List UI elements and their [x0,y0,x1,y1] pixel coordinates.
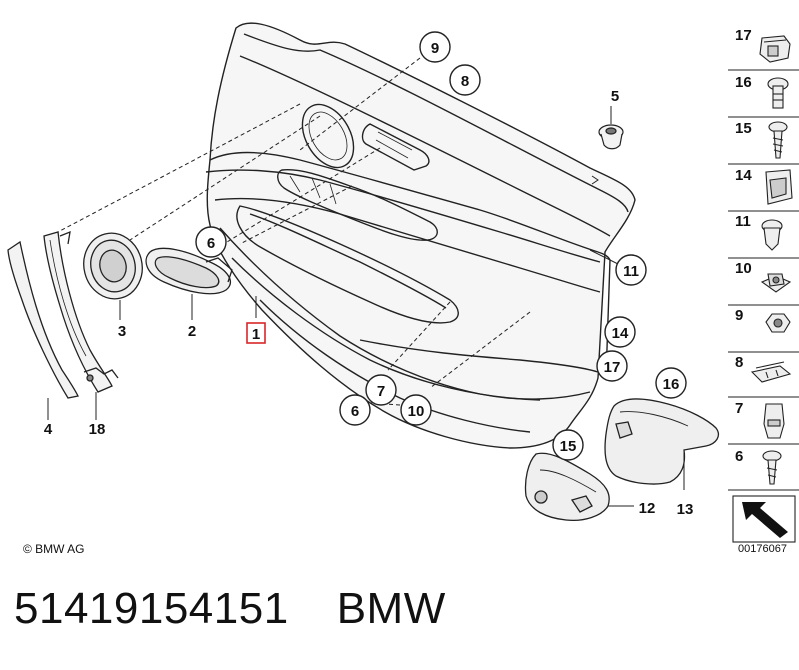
callout-14: 14 [604,316,636,348]
svg-text:13: 13 [677,501,694,518]
brand-name: BMW [336,584,446,633]
callout-17: 17 [596,350,628,382]
svg-text:17: 17 [735,27,752,44]
hex-nut-icon [765,313,791,333]
callout-8: 8 [449,64,481,96]
svg-text:6: 6 [351,403,359,420]
svg-text:9: 9 [431,40,439,57]
legend-row-14: 14 [735,167,793,205]
part-caption: 51419154151 BMW [14,584,446,634]
speaker-cover-part-3 [83,232,143,300]
legend-row-11: 11 [735,213,783,251]
callout-6-lower: 6 [339,394,371,426]
svg-text:16: 16 [663,376,680,393]
trim-strip-part-18 [43,230,119,393]
push-clip-icon [759,35,791,63]
svg-text:8: 8 [461,73,469,90]
svg-text:4: 4 [44,421,53,438]
svg-text:11: 11 [623,263,639,280]
svg-text:14: 14 [735,167,752,184]
clip-part-5 [598,124,624,150]
door-handle-insert-part-2 [145,247,233,295]
callout-15: 15 [552,429,584,461]
callout-3: 3 [118,323,126,340]
callout-18: 18 [89,421,106,438]
callout-6-upper: 6 [195,226,227,258]
svg-text:11: 11 [735,213,751,230]
svg-text:17: 17 [604,359,621,376]
callout-7: 7 [365,374,397,406]
svg-text:10: 10 [408,403,425,420]
svg-text:18: 18 [89,421,106,438]
bolt-icon [767,77,789,109]
edge-clip-icon [750,361,792,383]
arrow-symbol-icon [732,495,796,543]
callout-2: 2 [188,323,196,340]
washer-screw-icon [762,450,782,485]
svg-text:16: 16 [735,74,752,91]
svg-text:7: 7 [735,400,743,417]
callout-13: 13 [677,501,694,518]
legend-row-15: 15 [735,120,788,159]
callout-12: 12 [639,500,656,517]
svg-text:8: 8 [735,354,743,371]
legend-row-7: 7 [735,400,785,439]
svg-text:2: 2 [188,323,196,340]
svg-text:5: 5 [611,88,619,105]
svg-text:9: 9 [735,307,743,324]
svg-text:1: 1 [252,326,260,343]
door-trim-panel [205,22,636,449]
plug-clip-icon [763,403,785,439]
svg-text:14: 14 [612,325,629,342]
callout-10: 10 [400,394,432,426]
trim-strip-part-4 [7,240,79,399]
svg-text:15: 15 [560,438,577,455]
svg-text:7: 7 [377,383,385,400]
legend-row-10: 10 [735,260,792,293]
callout-16: 16 [655,367,687,399]
fastener-legend: 17 16 15 [728,27,799,543]
svg-text:10: 10 [735,260,752,277]
square-nut-icon [760,273,792,293]
legend-row-9: 9 [735,307,791,333]
callout-9: 9 [419,31,451,63]
bracket-part-12 [524,452,610,522]
expansion-rivet-icon [761,219,783,251]
bracket-part-13 [604,398,720,485]
callout-4: 4 [44,421,53,438]
callout-5: 5 [611,88,619,105]
copyright-label: © BMW AG [23,542,85,556]
spring-clip-icon [765,169,793,205]
svg-text:15: 15 [735,120,752,137]
svg-text:6: 6 [735,448,743,465]
legend-row-8: 8 [735,354,792,383]
callout-1-highlighted: 1 [246,322,266,344]
legend-row-17: 17 [735,27,791,63]
legend-row-6: 6 [735,448,782,485]
callout-11: 11 [615,254,647,286]
legend-row-16: 16 [735,74,789,109]
svg-text:12: 12 [639,500,656,517]
part-number: 51419154151 [14,584,289,633]
screw-icon [768,121,788,159]
document-id: 00176067 [738,543,787,555]
svg-text:6: 6 [207,235,215,252]
svg-text:3: 3 [118,323,126,340]
